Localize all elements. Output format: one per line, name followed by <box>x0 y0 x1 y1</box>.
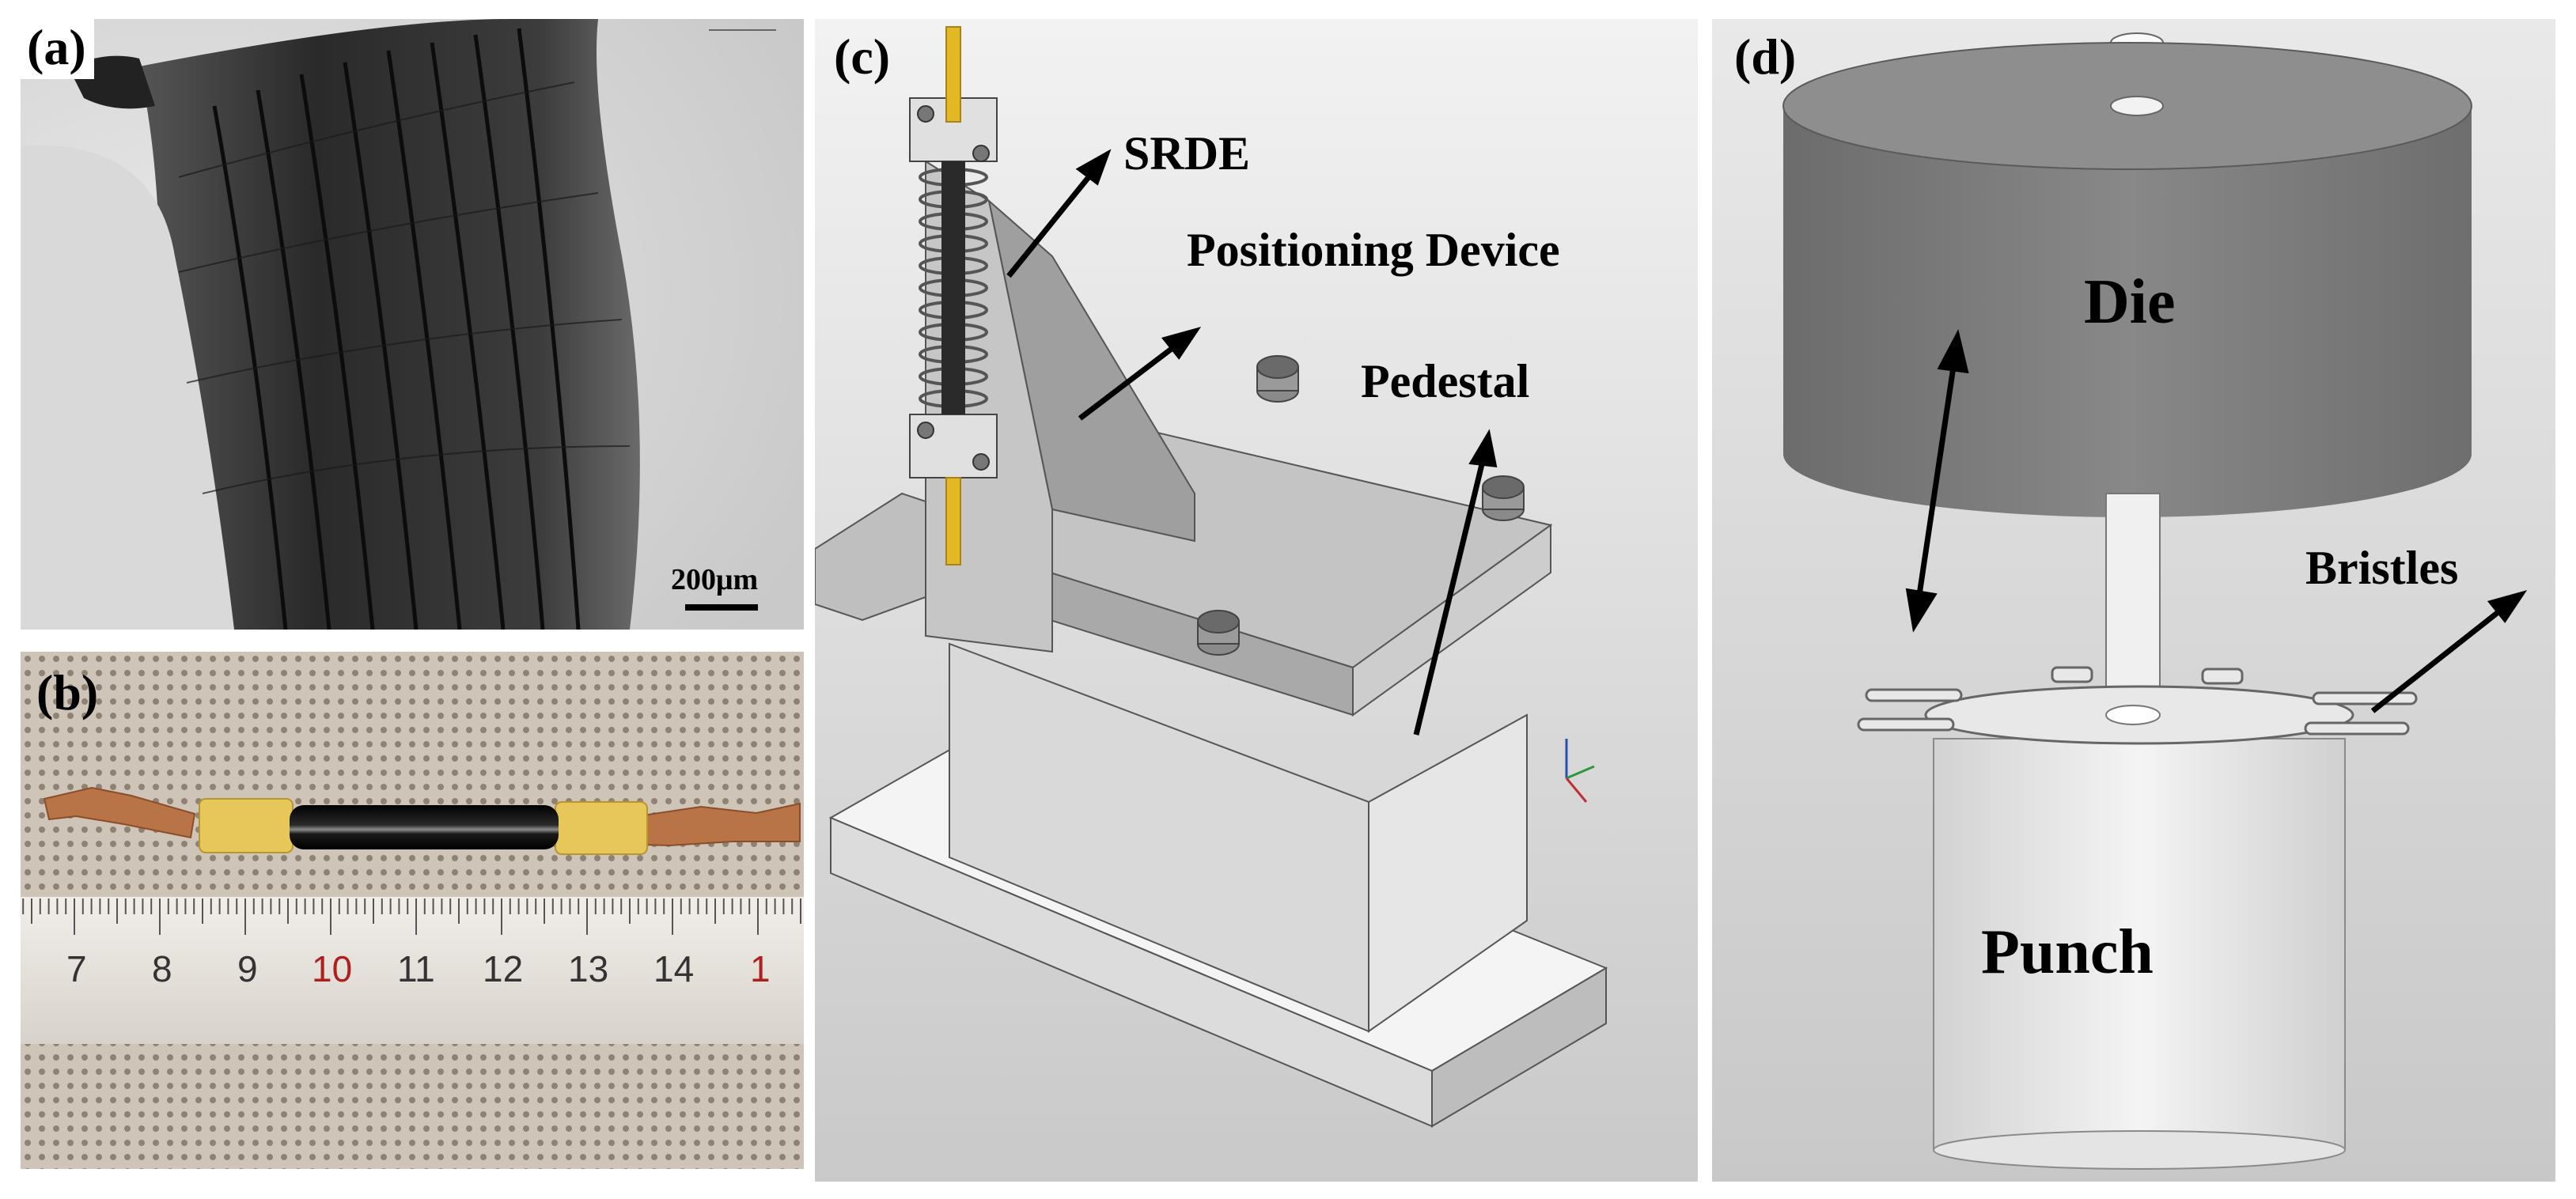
panel-c-cad-model: (c) SRDE Positioning Device Pedestal <box>815 19 1698 1182</box>
panel-a-micrograph: (a) 200μm <box>21 19 804 630</box>
yellow-tape-right <box>555 801 648 855</box>
punch-body <box>1933 738 2346 1151</box>
black-tube <box>290 805 559 849</box>
panel-b-letter: (b) <box>36 664 99 721</box>
ruler-number: 8 <box>152 948 172 989</box>
ruler-number: 1 <box>750 948 771 989</box>
die-label: Die <box>2084 267 2176 337</box>
pedestal-cad <box>815 19 1698 1182</box>
panel-a-letter: (a) <box>21 19 94 79</box>
ruler-number: 14 <box>653 948 695 989</box>
ruler-number: 11 <box>397 948 435 989</box>
yellow-rod-bottom <box>945 477 961 565</box>
srde-label: SRDE <box>1123 127 1251 180</box>
scale-bar <box>685 604 758 611</box>
punch-label: Punch <box>1981 917 2154 987</box>
micrograph-image <box>21 19 804 630</box>
positioning-device-label: Positioning Device <box>1187 224 1560 276</box>
scale-bar-label: 200μm <box>671 563 759 596</box>
ruler-number: 9 <box>237 948 258 989</box>
yellow-rod-top <box>945 26 961 123</box>
ruler-number: 12 <box>483 948 524 989</box>
ruler-number: 13 <box>568 948 609 989</box>
bristles-label: Bristles <box>2305 542 2459 594</box>
yellow-tape-left <box>199 798 294 853</box>
ruler-number: 10 <box>312 948 353 989</box>
panel-c-letter: (c) <box>834 28 891 85</box>
ruler-number: 7 <box>66 948 87 989</box>
sample-photo <box>21 652 804 1169</box>
die-punch-cad <box>1712 19 2555 1182</box>
panel-d-letter: (d) <box>1734 28 1797 85</box>
panel-d-die-punch: (d) Die Bristles Punch <box>1712 19 2555 1182</box>
pedestal-label: Pedestal <box>1361 355 1530 407</box>
panel-b-photo: 678910111213141 (b) <box>21 652 804 1169</box>
